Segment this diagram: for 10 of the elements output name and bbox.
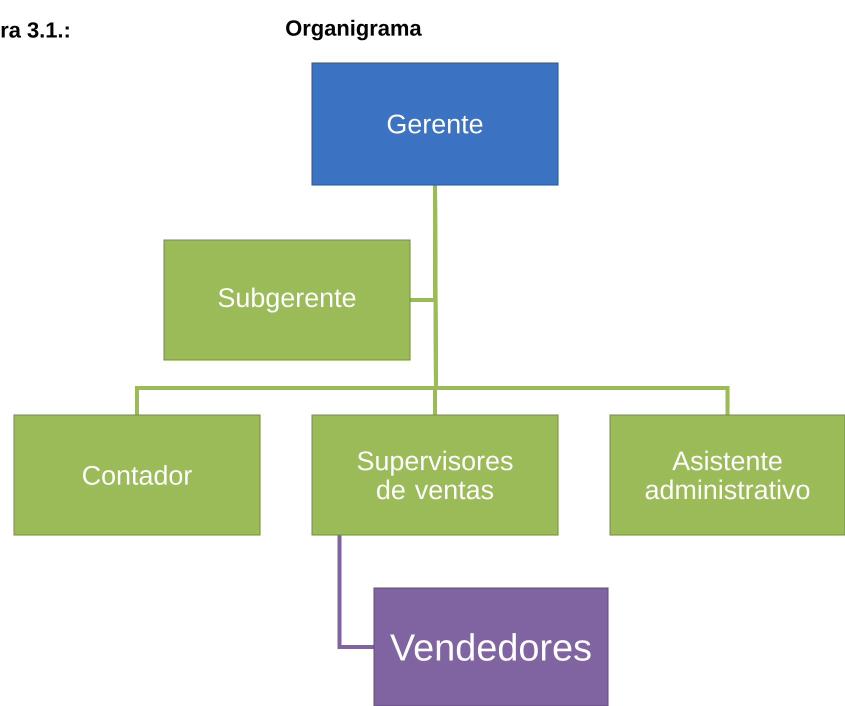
connector-line — [433, 185, 730, 414]
manager-box: Gerente — [312, 62, 558, 186]
role-box: Supervisores de ventas — [312, 414, 558, 536]
staff-box: Vendedores — [374, 588, 608, 706]
role-box: Subgerente — [164, 240, 410, 360]
chart-title: Organigrama — [286, 20, 422, 40]
role-box: Contador — [14, 414, 260, 536]
figure-number: ra 3.1.: — [2, 22, 69, 38]
connector-line — [338, 536, 374, 649]
role-box: Asistente administrativo — [610, 414, 845, 536]
